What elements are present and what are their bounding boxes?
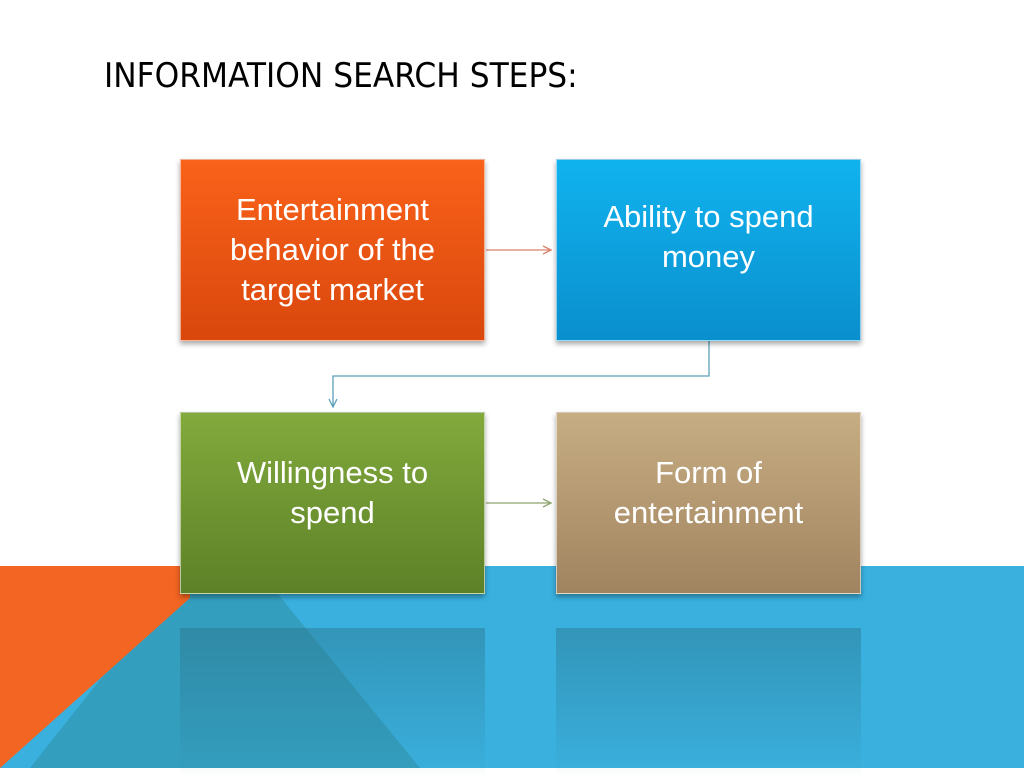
teal-wedge [30, 566, 420, 768]
step-label: Form of entertainment [613, 455, 804, 530]
orange-triangle-edge [0, 566, 190, 760]
step-box-form-of-entertainment: Form of entertainment [556, 412, 861, 594]
step-label: Willingness to spend [236, 455, 429, 530]
reflection-left [180, 628, 485, 778]
step-label: Ability to spend money [603, 199, 814, 274]
step-box-willingness-to-spend: Willingness to spend [180, 412, 485, 594]
slide-title: INFORMATION SEARCH STEPS: [104, 56, 578, 96]
step-label: Entertainment behavior of the target mar… [229, 192, 436, 307]
step-box-ability-to-spend: Ability to spend money [556, 159, 861, 341]
reflection-right [556, 628, 861, 778]
arrow-step2-to-step3 [333, 341, 710, 407]
step-box-entertainment-behavior: Entertainment behavior of the target mar… [180, 159, 485, 341]
